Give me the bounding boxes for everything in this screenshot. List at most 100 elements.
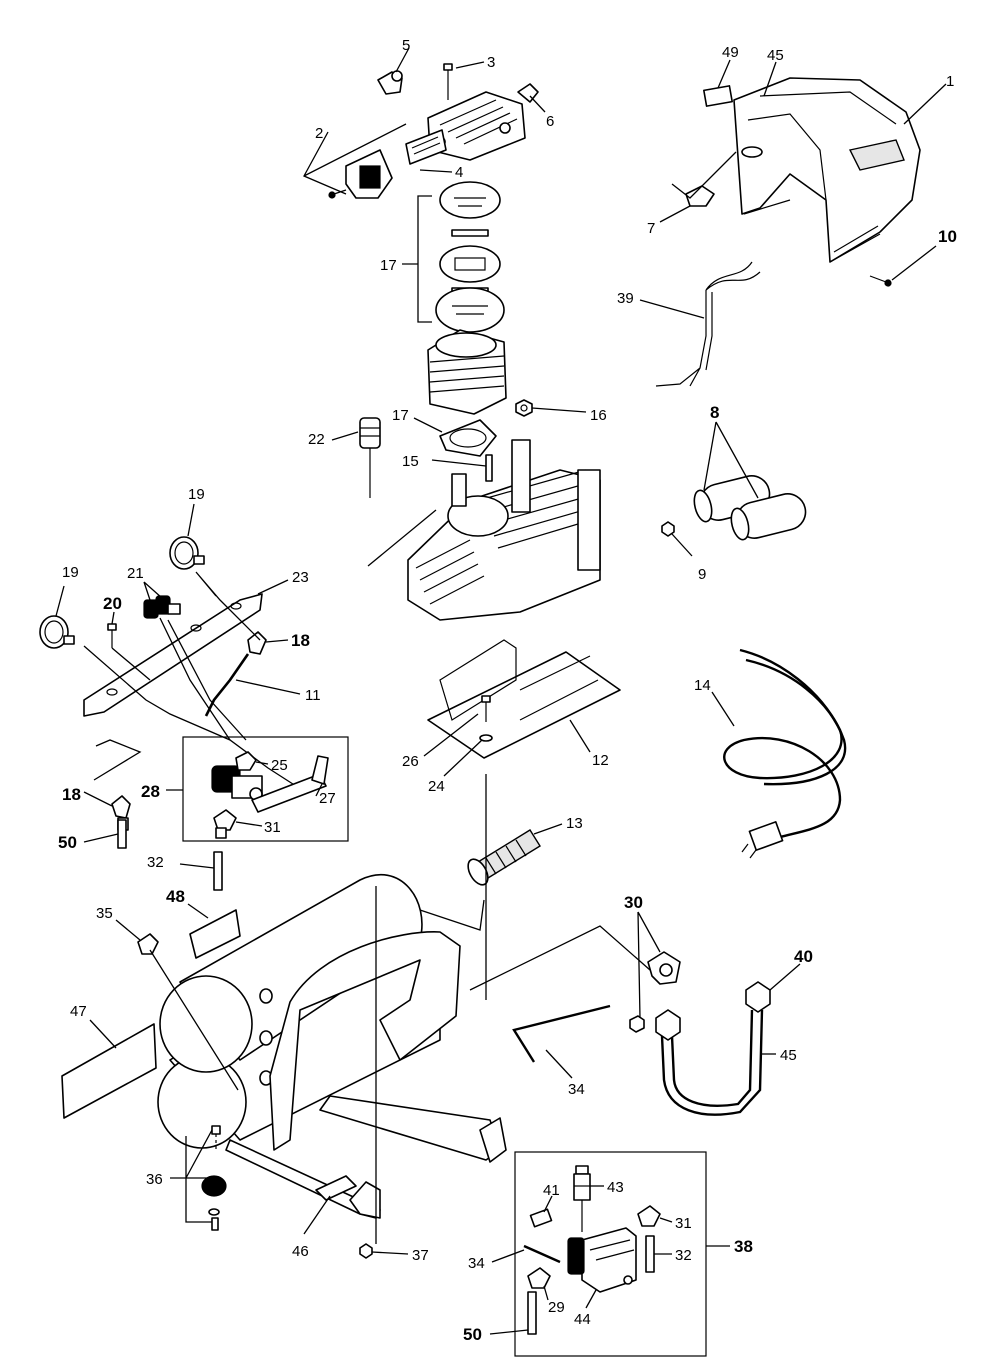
- callout-38: 38: [734, 1237, 753, 1256]
- callout-30: 30: [624, 893, 643, 912]
- hose-11: [204, 653, 250, 717]
- label-47: [61, 1023, 157, 1119]
- gauge-right: [169, 536, 205, 570]
- callout-27: 27: [319, 790, 336, 807]
- callout-21: 21: [127, 565, 144, 582]
- callout-22: 22: [308, 431, 325, 448]
- rubber-foot-46: [315, 1175, 357, 1201]
- wire-harness: [655, 261, 761, 387]
- callout-36: 36: [146, 1171, 163, 1188]
- callout-41: 41: [543, 1182, 560, 1199]
- capacitor-2: [730, 493, 807, 541]
- callout-48: 48: [166, 887, 185, 906]
- tube-50-switch: [527, 1291, 537, 1335]
- shroud-screw: [869, 275, 892, 287]
- base-screw: [481, 695, 491, 722]
- tee-27: [251, 755, 329, 813]
- clip-part: [685, 185, 715, 207]
- gauge-left: [39, 615, 75, 649]
- callout-31-box: 31: [264, 819, 281, 836]
- elbow-29: [527, 1267, 551, 1289]
- fitting-right-head: [517, 83, 539, 103]
- callout-49: 49: [722, 44, 739, 61]
- callout-34-tube: 34: [568, 1081, 585, 1098]
- callout-50-left: 50: [58, 833, 77, 852]
- callout-44: 44: [574, 1311, 591, 1328]
- callout-5: 5: [402, 37, 410, 54]
- callout-3: 3: [487, 54, 495, 71]
- bent-tube-34: [512, 1004, 611, 1063]
- label-48: [189, 909, 241, 959]
- callout-11: 11: [305, 687, 321, 704]
- cylinder-gasket: [439, 419, 497, 457]
- callout-47: 47: [70, 1003, 87, 1020]
- tube-50-left: [117, 819, 127, 849]
- base-washer: [479, 734, 493, 742]
- valve-43: [573, 1165, 591, 1232]
- motor-base-plate: [427, 639, 621, 759]
- nut-37: [359, 1243, 373, 1259]
- regulator-knobs: [143, 595, 181, 619]
- tube-34-switch: [523, 1244, 561, 1264]
- callout-46: 46: [292, 1243, 309, 1260]
- elbow-31-box: [213, 809, 237, 839]
- motor-crankcase: [407, 439, 601, 621]
- callout-9: 9: [698, 566, 706, 583]
- callout-28: 28: [141, 782, 160, 801]
- callout-17-gasket: 17: [392, 407, 409, 424]
- drain-valve-36: [201, 1125, 227, 1231]
- handle-grip-13: [467, 829, 541, 886]
- callout-16: 16: [590, 407, 607, 424]
- tube-32: [213, 851, 223, 891]
- callout-45-shroud: 45: [767, 47, 784, 64]
- callout-25: 25: [271, 757, 288, 774]
- callout-15: 15: [402, 453, 419, 470]
- callout-32-left: 32: [147, 854, 164, 871]
- callout-19-left: 19: [62, 564, 79, 581]
- callout-17-bracket: 17: [380, 257, 397, 274]
- stud-bolt: [485, 454, 493, 482]
- callout-14: 14: [694, 677, 711, 694]
- safety-valve-35: [137, 933, 159, 955]
- callout-43: 43: [607, 1179, 624, 1196]
- callout-12: 12: [592, 752, 609, 769]
- outlet-tube-45: [655, 981, 771, 1116]
- panel-screw-20: [107, 623, 117, 648]
- power-cord: [723, 648, 847, 859]
- callout-26: 26: [402, 753, 419, 770]
- tube-32-switch: [645, 1235, 655, 1273]
- check-valve-30: [629, 951, 681, 1033]
- callout-35: 35: [96, 905, 113, 922]
- cylinder: [427, 329, 507, 415]
- callout-7: 7: [647, 220, 655, 237]
- callout-10: 10: [938, 227, 957, 246]
- callout-40: 40: [794, 947, 813, 966]
- callout-19-right: 19: [188, 486, 205, 503]
- fitting-41: [529, 1208, 553, 1228]
- elbow-31-switch: [637, 1205, 661, 1227]
- callout-34-switch: 34: [468, 1255, 485, 1272]
- gasket-stack: [435, 181, 505, 333]
- tank-frame: [225, 931, 507, 1219]
- callout-31-switch: 31: [675, 1215, 692, 1232]
- callout-45-tube: 45: [780, 1047, 797, 1064]
- elbow-18-right: [247, 631, 267, 655]
- regulator-assembly: [211, 765, 263, 801]
- callout-39: 39: [617, 290, 634, 307]
- capacitor-nut: [661, 521, 675, 537]
- callout-32-switch: 32: [675, 1247, 692, 1264]
- callout-13: 13: [566, 815, 583, 832]
- callout-29: 29: [548, 1299, 565, 1316]
- reed-valve-assembly: [328, 149, 393, 199]
- shroud: [733, 77, 921, 263]
- callout-2: 2: [315, 125, 323, 142]
- callout-24: 24: [428, 778, 445, 795]
- head-bolt: [443, 63, 453, 100]
- breather-cap: [359, 417, 381, 498]
- callout-6: 6: [546, 113, 554, 130]
- elbow-fitting-top: [377, 70, 403, 95]
- pressure-switch-44: [567, 1227, 637, 1293]
- callout-23: 23: [292, 569, 309, 586]
